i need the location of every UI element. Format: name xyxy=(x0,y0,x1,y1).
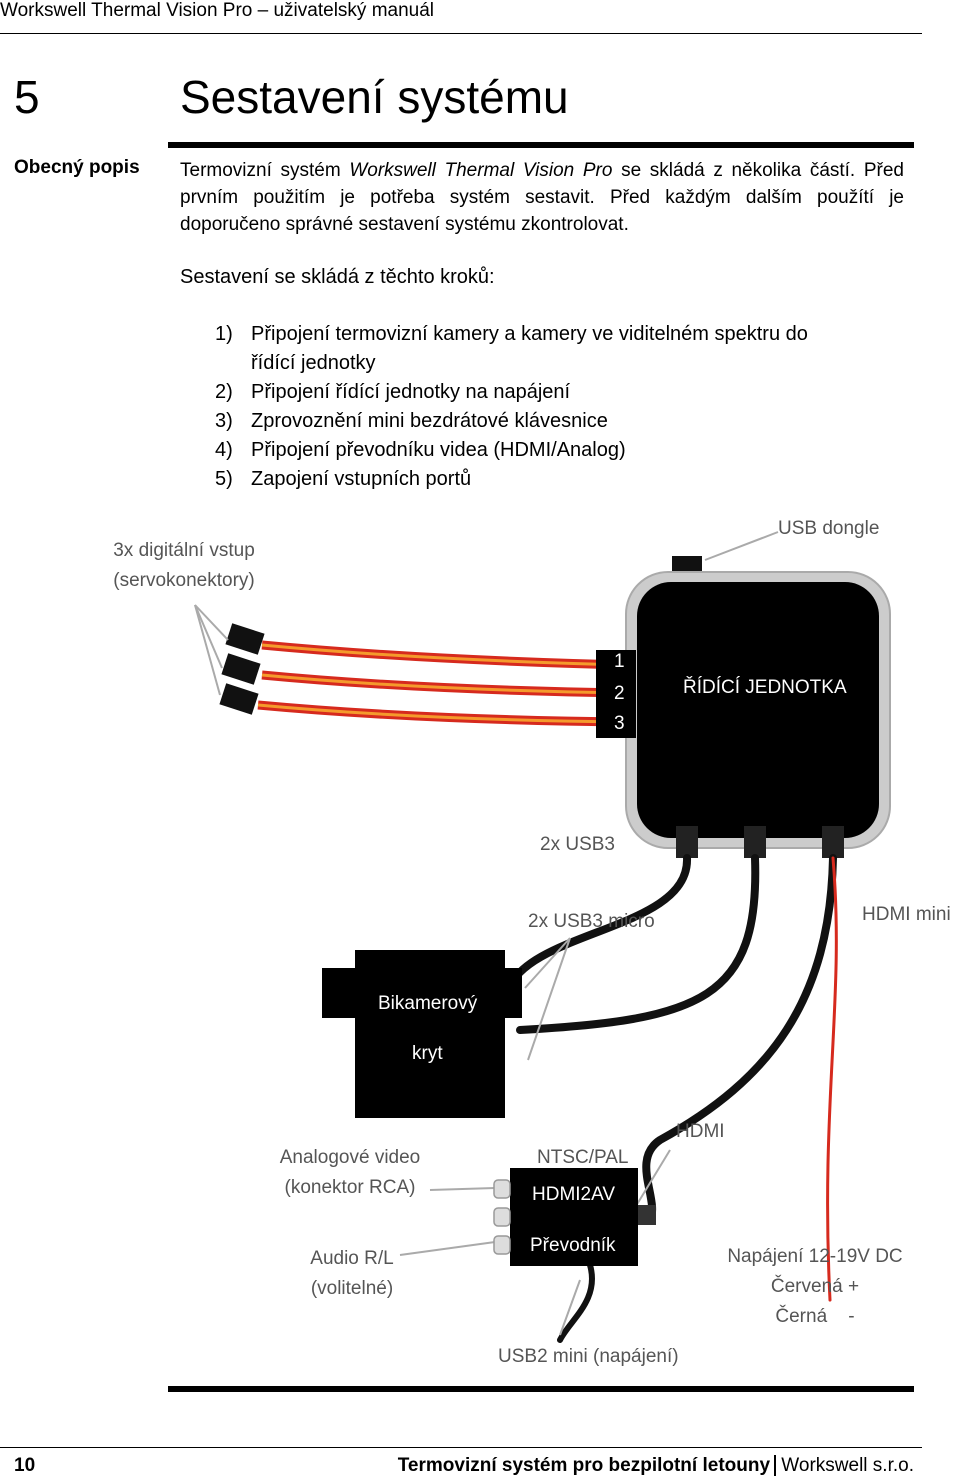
camera-housing-label-1: Bikamerový xyxy=(378,993,478,1014)
steps-list: 1)Připojení termovizní kamery a kamery v… xyxy=(215,320,891,494)
camera-housing xyxy=(322,950,522,1118)
usb3-micro-label: 2x USB3 micro xyxy=(528,911,655,932)
list-item: 4)Připojení převodníku videa (HDMI/Analo… xyxy=(215,439,626,461)
power-label: Napájení 12-19V DC Červená + Černá - xyxy=(727,1246,903,1327)
list-item: 5)Zapojení vstupních portů xyxy=(215,468,472,490)
footer-rule xyxy=(0,1447,922,1448)
hdmi2av-label: HDMI2AV xyxy=(532,1184,616,1205)
list-item-continued: řídící jednotky xyxy=(251,352,376,374)
chapter-title: Sestavení systému xyxy=(180,71,569,123)
page-number: 10 xyxy=(14,1455,36,1476)
camera-housing-label-2: kryt xyxy=(412,1043,443,1064)
usb-dongle-callout xyxy=(704,531,779,561)
list-item: 3)Zprovoznění mini bezdrátové klávesnice xyxy=(215,410,608,432)
chapter-number: 5 xyxy=(14,71,40,123)
intro-line-3: doporučeno správné sestavení systému zko… xyxy=(180,214,629,235)
input-port-block xyxy=(596,650,636,738)
steps-intro: Sestavení se skládá z těchto kroků: xyxy=(180,266,495,288)
hdmi-label: HDMI xyxy=(676,1121,725,1142)
port-3-label: 3 xyxy=(614,713,625,734)
analog-video-label: Analogové video (konektor RCA) xyxy=(279,1147,421,1198)
chapter-rule xyxy=(168,142,914,148)
list-item: 2)Připojení řídící jednotky na napájení xyxy=(215,381,571,403)
intro-line-2: prvním použitím je potřeba systém sestav… xyxy=(180,187,904,208)
usb2-mini-label: USB2 mini (napájení) xyxy=(498,1346,679,1367)
list-item: 1)Připojení termovizní kamery a kamery v… xyxy=(215,323,808,345)
servo-callouts xyxy=(194,604,229,696)
usb-dongle-label: USB dongle xyxy=(778,518,880,539)
audio-label: Audio R/L (volitelné) xyxy=(310,1248,394,1299)
control-unit-body xyxy=(637,582,879,838)
digital-inputs-label: 3x digitální vstup (servokonektory) xyxy=(113,540,255,591)
bottom-rule xyxy=(168,1386,914,1392)
section-label: Obecný popis xyxy=(14,157,140,178)
converter-body xyxy=(510,1168,638,1266)
rca-connectors xyxy=(493,1179,511,1255)
port-1-label: 1 xyxy=(614,651,625,672)
port-2-label: 2 xyxy=(614,683,625,704)
cable-callouts xyxy=(399,937,671,1336)
control-unit-label: ŘÍDÍCÍ JEDNOTKA xyxy=(683,677,847,698)
converter-label: Převodník xyxy=(530,1235,616,1256)
ntsc-pal-label: NTSC/PAL xyxy=(537,1147,629,1168)
servo-connectors xyxy=(219,623,265,715)
hdmi-port xyxy=(638,1205,656,1225)
header-rule xyxy=(0,33,922,34)
running-header: Workswell Thermal Vision Pro – uživatels… xyxy=(0,0,435,21)
intro-line-1: Termovizní systém Workswell Thermal Visi… xyxy=(180,160,904,181)
bottom-connectors xyxy=(676,826,844,858)
hdmi-mini-label: HDMI mini xyxy=(862,904,951,925)
servo-cables xyxy=(257,640,631,727)
usb3-label: 2x USB3 xyxy=(540,834,615,855)
footer-text: Termovizní systém pro bezpilotní letouny… xyxy=(397,1455,914,1476)
system-diagram xyxy=(194,531,891,1343)
